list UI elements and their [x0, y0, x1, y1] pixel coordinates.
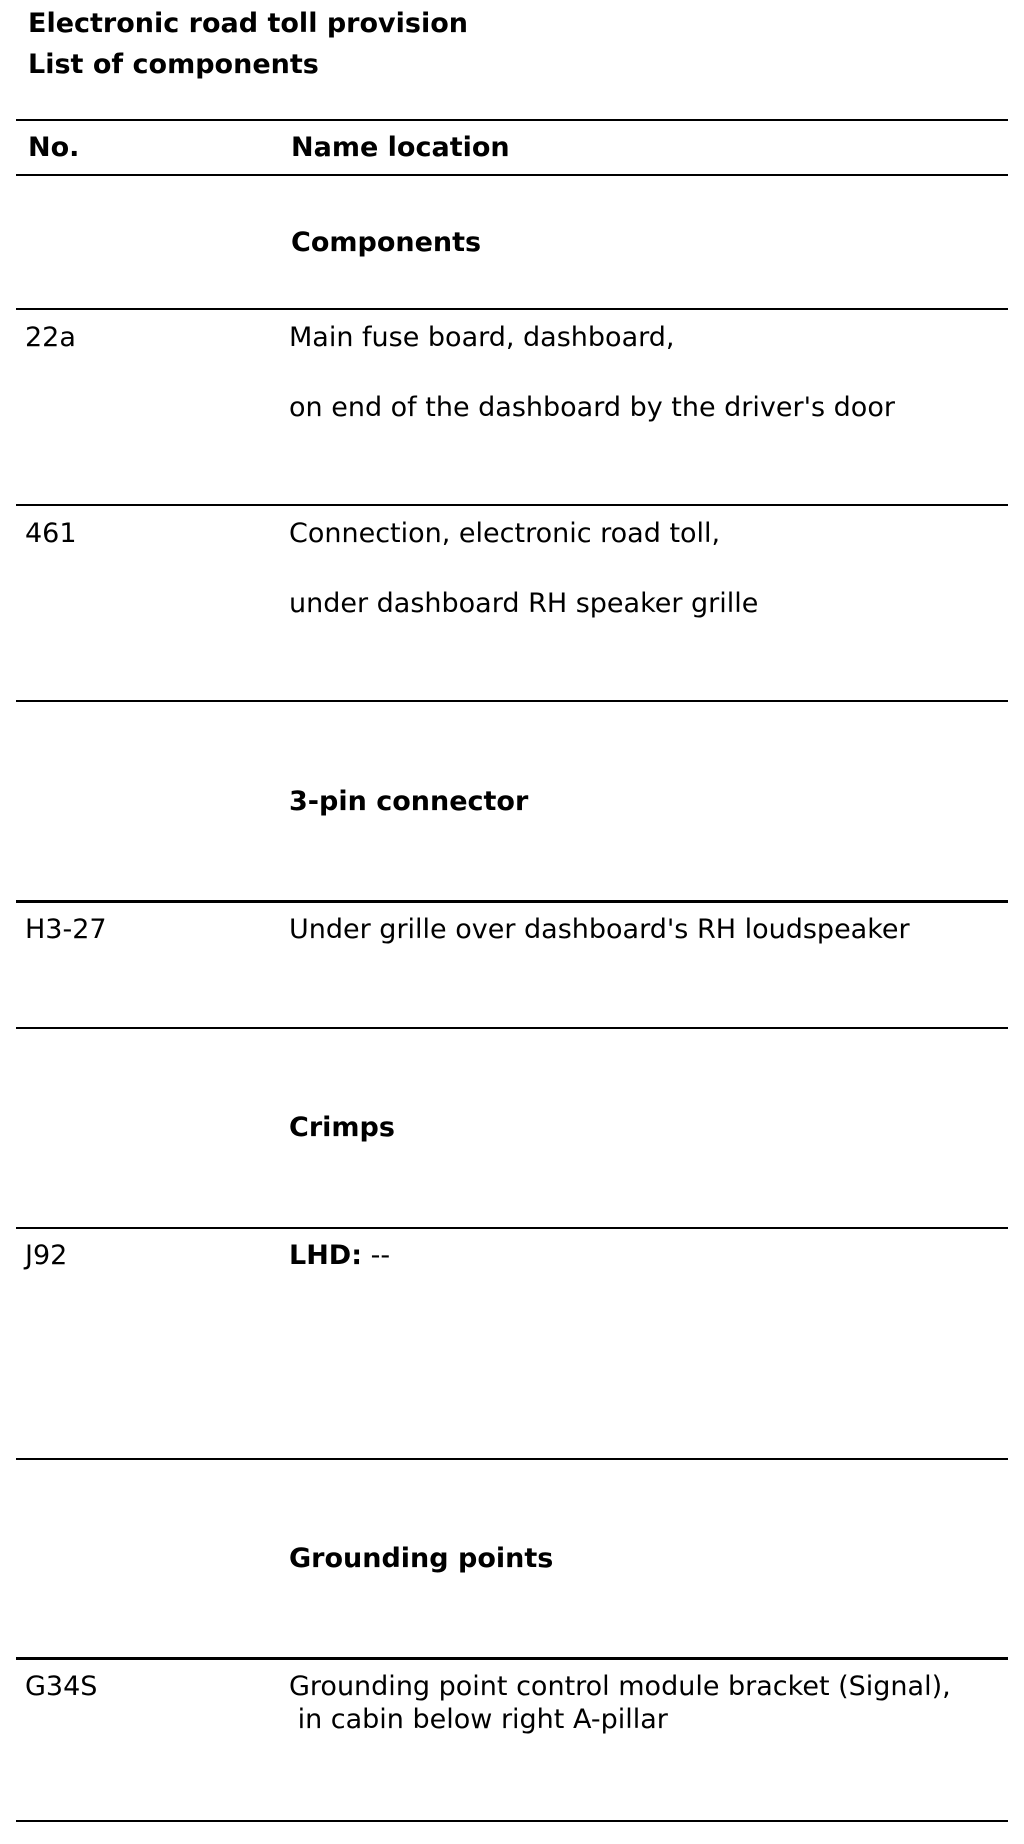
row-461-number: 461 — [25, 518, 77, 549]
row-j92-location: LHD: -- — [289, 1240, 390, 1272]
section-heading-grounding-points: Grounding points — [289, 1543, 554, 1574]
row-22a-number: 22a — [25, 322, 76, 353]
section-heading-3-pin-connector: 3-pin connector — [289, 786, 529, 817]
row-22a-location: on end of the dashboard by the driver's … — [289, 392, 895, 423]
section-heading-crimps: Crimps — [289, 1112, 395, 1143]
row-rule — [16, 1027, 1008, 1029]
row-rule — [16, 1458, 1008, 1460]
row-j92-lhd-label: LHD: — [289, 1240, 363, 1271]
row-j92-number: J92 — [25, 1240, 68, 1271]
header-top-rule — [16, 119, 1008, 121]
row-rule — [16, 700, 1008, 702]
row-rule — [16, 308, 1008, 310]
column-header-no: No. — [28, 132, 80, 163]
table-bottom-rule — [16, 1820, 1008, 1822]
row-h3-27-number: H3-27 — [25, 914, 107, 945]
row-461-location: under dashboard RH speaker grille — [289, 588, 759, 619]
row-g34s-number: G34S — [25, 1671, 98, 1702]
document-title: Electronic road toll provision — [28, 8, 468, 39]
row-j92-lhd-value: -- — [362, 1240, 391, 1271]
header-bottom-rule — [16, 174, 1008, 176]
row-22a-name: Main fuse board, dashboard, — [289, 322, 675, 353]
document-subtitle: List of components — [28, 49, 319, 80]
section-rule — [16, 1657, 1008, 1660]
row-g34s-name: Grounding point control module bracket (… — [289, 1671, 951, 1702]
row-h3-27-location: Under grille over dashboard's RH loudspe… — [289, 914, 910, 945]
row-g34s-location: in cabin below right A-pillar — [289, 1704, 668, 1735]
row-461-name: Connection, electronic road toll, — [289, 518, 721, 549]
section-rule — [16, 900, 1008, 903]
row-rule — [16, 504, 1008, 506]
section-rule — [16, 1227, 1008, 1229]
section-heading-components: Components — [291, 227, 482, 258]
column-header-name-location: Name location — [291, 132, 510, 163]
